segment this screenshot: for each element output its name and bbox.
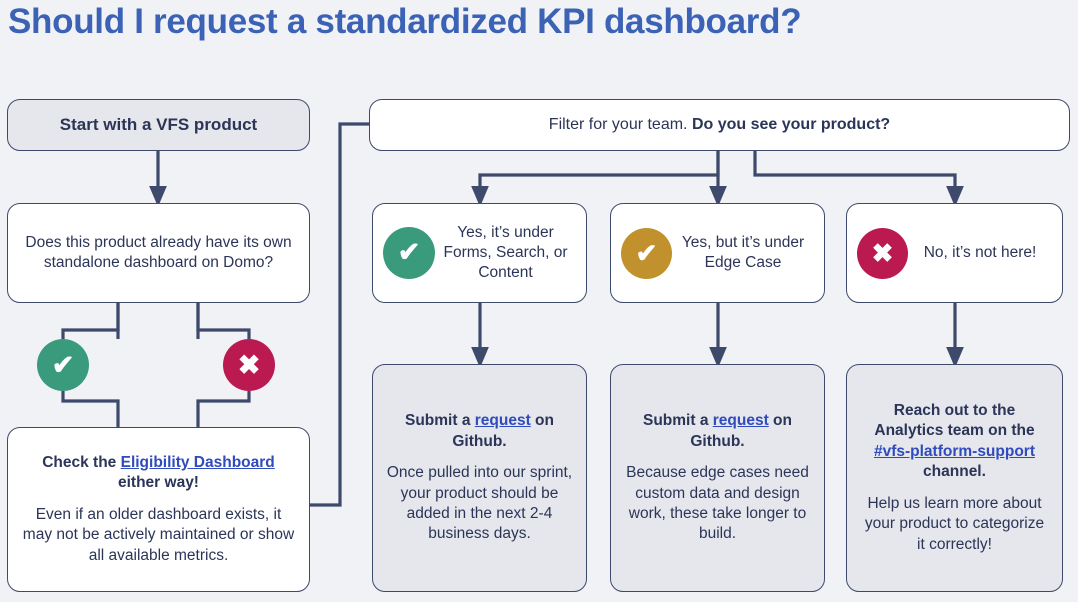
connector-no-to-eligibility — [196, 391, 251, 427]
result-heading-suffix: on Github. — [690, 412, 792, 450]
node-eligibility-dashboard[interactable]: Check the Eligibility Dashboard either w… — [7, 427, 310, 592]
node-result-submit-request-standard[interactable]: Submit a request on Github. Once pulled … — [372, 364, 587, 592]
slack-channel-link[interactable]: #vfs-platform-support — [873, 442, 1036, 460]
check-glyph — [52, 350, 75, 381]
eligibility-heading: Check the Eligibility Dashboard either w… — [20, 453, 297, 494]
node-question-text: Does this product already have its own s… — [25, 233, 292, 271]
eligibility-heading-suffix: either way! — [118, 474, 199, 492]
result-heading-suffix: on Github. — [452, 412, 554, 450]
node-start-label: Start with a VFS product — [59, 114, 258, 134]
github-request-link[interactable]: request — [712, 412, 769, 430]
node-filter-for-your-team[interactable]: Filter for your team. Do you see your pr… — [369, 99, 1070, 151]
check-circle-icon — [621, 227, 672, 279]
result-body: Help us learn more about your product to… — [864, 494, 1045, 553]
connector-no-down — [196, 303, 251, 339]
check-circle-icon — [383, 227, 435, 279]
eligibility-heading-prefix: Check the — [42, 453, 121, 471]
result-heading: Reach out to the Analytics team on the #… — [859, 401, 1050, 483]
cross-circle-icon — [857, 227, 908, 279]
connector-yes-down — [61, 303, 120, 339]
check-circle-icon-yes — [37, 339, 89, 391]
result-body: Because edge cases need custom data and … — [626, 464, 809, 543]
result-heading-prefix: Reach out to the Analytics team on the — [874, 401, 1035, 440]
result-heading-prefix: Submit a — [642, 412, 713, 430]
cross-glyph — [238, 350, 261, 381]
cross-circle-icon-no — [223, 339, 275, 391]
node-result-contact-analytics[interactable]: Reach out to the Analytics team on the #… — [846, 364, 1063, 592]
node-option-edge-case[interactable]: Yes, but it’s under Edge Case — [610, 203, 825, 303]
github-request-link[interactable]: request — [474, 412, 531, 430]
node-standalone-dashboard-question[interactable]: Does this product already have its own s… — [7, 203, 310, 303]
connector-filter-to-opt1 — [471, 151, 720, 207]
node-start-with-vfs-product[interactable]: Start with a VFS product — [7, 99, 310, 151]
connector-filter-to-opt3 — [753, 151, 964, 207]
result-body: Once pulled into our sprint, your produc… — [386, 464, 573, 543]
option-label: Yes, it’s under Forms, Search, or Conten… — [443, 223, 568, 282]
result-heading-prefix: Submit a — [404, 412, 475, 430]
result-heading-suffix: channel. — [923, 463, 986, 481]
node-option-forms-search-content[interactable]: Yes, it’s under Forms, Search, or Conten… — [372, 203, 587, 303]
page-title: Should I request a standardized KPI dash… — [8, 2, 802, 41]
eligibility-dashboard-link[interactable]: Eligibility Dashboard — [120, 453, 275, 471]
eligibility-body: Even if an older dashboard exists, it ma… — [22, 505, 295, 564]
node-result-submit-request-edge-case[interactable]: Submit a request on Github. Because edge… — [610, 364, 825, 592]
result-heading: Submit a request on Github. — [385, 411, 574, 452]
filter-bold-question: Do you see your product? — [691, 116, 891, 134]
option-label: Yes, but it’s under Edge Case — [681, 233, 805, 271]
connector-eligibility-to-filter — [310, 122, 369, 507]
node-option-not-here[interactable]: No, it’s not here! — [846, 203, 1063, 303]
result-heading: Submit a request on Github. — [623, 411, 812, 452]
filter-text-wrapper: Filter for your team. Do you see your pr… — [370, 114, 1069, 135]
option-label: No, it’s not here! — [923, 243, 1037, 261]
filter-normal-text: Filter for your team. — [548, 116, 692, 134]
connector-yes-to-eligibility — [61, 391, 120, 427]
